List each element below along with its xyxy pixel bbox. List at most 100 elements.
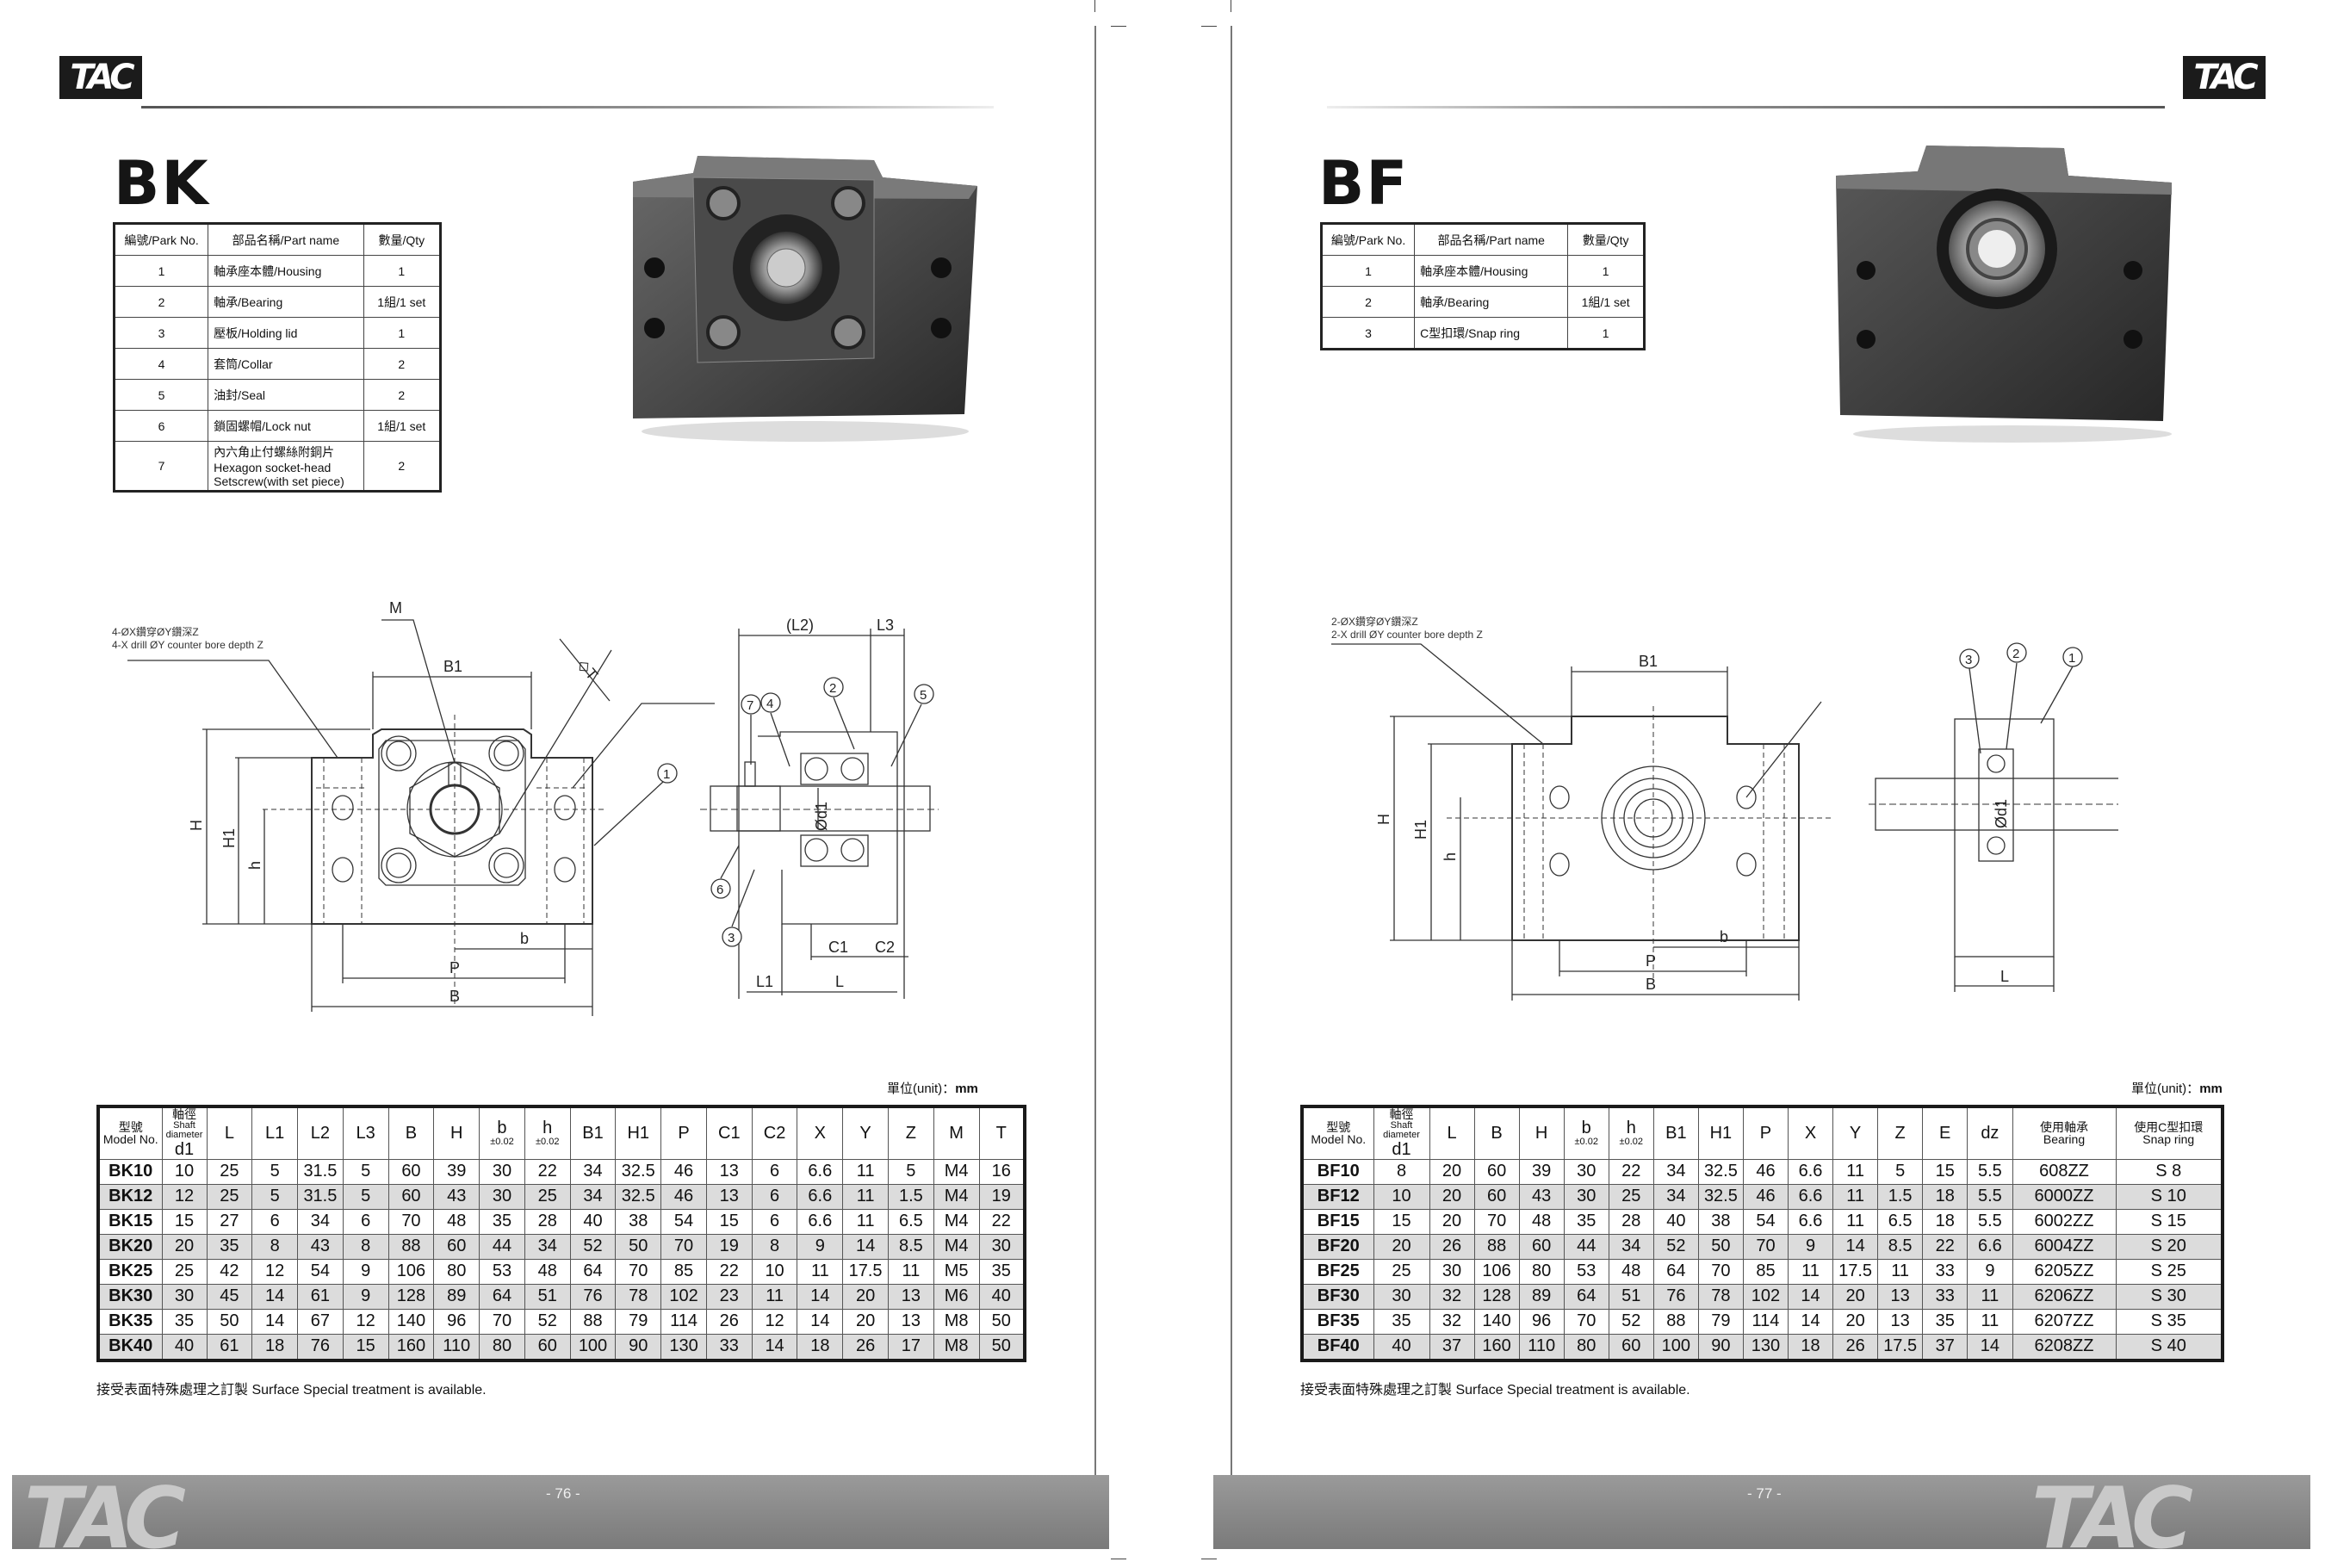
table-cell: 20 [1429,1158,1475,1185]
table-cell: 130 [1742,1333,1789,1361]
table-cell: 32.5 [1697,1183,1744,1210]
column-header-text: 軸徑 [172,1107,196,1121]
table-cell: 51 [524,1283,571,1310]
dim-label-b1: B1 [443,658,462,675]
column-header-text: Bearing [2043,1132,2086,1147]
unit-label-text: 單位(unit)： [2131,1081,2200,1096]
table-cell: 52 [1652,1233,1699,1260]
table-cell: 8 [342,1233,389,1260]
table-cell: S 10 [2115,1183,2223,1210]
model-cell: BF35 [1301,1308,1374,1335]
table-cell: 1組/1 set [1567,286,1645,318]
table-cell: 6207ZZ [2012,1308,2117,1335]
part-number-cell: 6 [113,410,209,442]
table-cell: 54 [1742,1208,1789,1235]
table-cell: 70 [660,1233,707,1260]
column-header: h±0.02 [1608,1106,1654,1160]
column-header-text: P [1759,1123,1772,1143]
table-cell: 28 [1608,1208,1654,1235]
table-cell: 89 [1518,1283,1565,1310]
table-cell: 50 [1697,1233,1744,1260]
table-cell: 35 [479,1208,525,1235]
table-cell: 18 [797,1333,844,1361]
table-cell: 52 [1608,1308,1654,1335]
bf-dimension-drawing: 2-ØX鑽穿ØY鑽深Z 2-X drill ØY counter bore de… [1331,615,2118,1001]
column-header: 數量/Qty [1567,223,1645,256]
table-cell: 608ZZ [2012,1158,2117,1185]
table-cell: 6.6 [797,1183,844,1210]
page-title: BK [114,148,210,219]
table-cell: S 20 [2115,1233,2223,1260]
table-cell: 70 [1742,1233,1789,1260]
column-header: 編號/Park No. [113,223,209,256]
table-cell: 9 [797,1233,844,1260]
column-header: E [1922,1106,1968,1160]
table-cell: 44 [1563,1233,1609,1260]
table-cell: 64 [1652,1258,1699,1285]
table-cell: 52 [569,1233,617,1260]
table-cell: 40 [161,1333,208,1361]
drill-note-en: 2-X drill ØY counter bore depth Z [1331,629,1483,641]
table-cell: 80 [433,1258,480,1285]
table-cell: 30 [978,1233,1026,1260]
page-number: - 77 - [1747,1485,1782,1502]
table-cell: 26 [842,1333,889,1361]
table-cell: 100 [569,1333,617,1361]
table-cell: 17.5 [1832,1258,1879,1285]
column-header-text: 型號 [118,1119,143,1134]
column-header-text: B [405,1123,418,1143]
column-header-text: L [224,1123,234,1143]
table-cell: 102 [1742,1283,1789,1310]
page-edge-left [1094,26,1096,1481]
table-cell: 12 [251,1258,299,1285]
column-header: h±0.02 [524,1106,571,1160]
table-cell: 26 [1832,1333,1879,1361]
unit-label-text: 單位(unit)： [887,1081,956,1096]
table-cell: S 40 [2115,1333,2223,1361]
callout-2: 2 [2012,647,2019,661]
table-cell: M8 [933,1333,980,1361]
table-cell: 25 [1608,1183,1654,1210]
model-cell: BK30 [97,1283,163,1310]
table-cell: 70 [479,1308,525,1335]
dim-label-m: M [389,599,402,617]
column-header-text: d1 [174,1139,195,1159]
part-number-cell: 3 [1320,317,1416,350]
callouts: 1 2 3 [1959,642,2083,669]
column-header-text: Y [859,1123,871,1143]
table-cell: 106 [388,1258,435,1285]
drill-note-zh: 2-ØX鑽穿ØY鑽深Z [1331,615,1418,628]
column-header: M [933,1106,980,1160]
table-cell: 9 [342,1283,389,1310]
table-cell: 17.5 [1877,1333,1924,1361]
table-cell: 35 [978,1258,1026,1285]
table-cell: 軸承座本體/Housing [1414,255,1569,287]
column-header: C2 [751,1106,798,1160]
table-cell: 78 [1697,1283,1744,1310]
table-cell: 88 [1473,1233,1520,1260]
table-cell: 80 [1518,1258,1565,1285]
table-cell: 32.5 [615,1183,662,1210]
column-header-text: H [450,1123,463,1143]
table-cell: 25 [524,1183,571,1210]
table-cell: 1組/1 set [363,410,442,442]
callout-3: 3 [728,931,735,945]
table-cell: 14 [1787,1283,1834,1310]
column-header-text: d1 [1392,1139,1411,1159]
table-cell: 11 [1967,1308,2013,1335]
table-cell: 42 [206,1258,253,1285]
table-cell: 64 [479,1283,525,1310]
table-cell: 34 [297,1208,344,1235]
column-header-text: Model No. [102,1132,158,1147]
table-cell: 10 [751,1258,798,1285]
column-header-text: Z [1894,1123,1906,1143]
table-cell: 22 [705,1258,753,1285]
table-cell: 43 [433,1183,480,1210]
